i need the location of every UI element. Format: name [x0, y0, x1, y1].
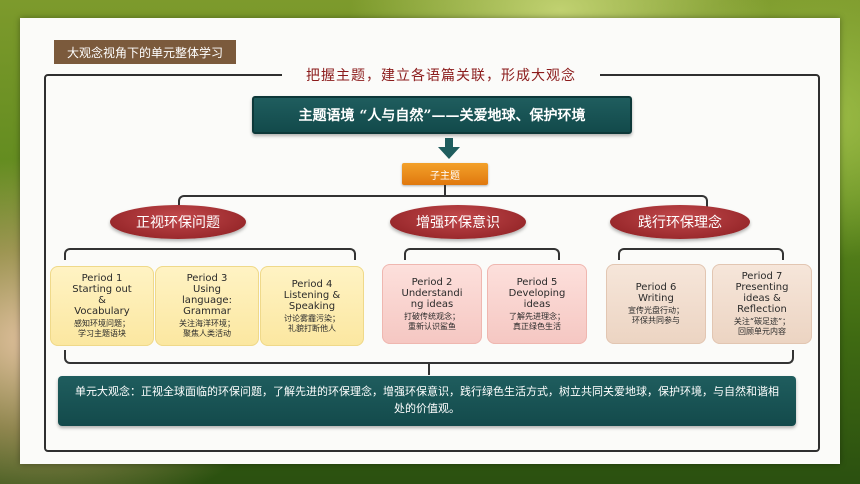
- group-bracket-1: [64, 248, 356, 260]
- period-card-3: Period 3 Using language: Grammar 关注海洋环境；…: [155, 266, 259, 346]
- subtheme-label: 子主题: [402, 163, 488, 185]
- period-card-5: Period 5 Developing ideas 了解先进理念； 真正绿色生活: [487, 264, 587, 344]
- frame-heading: 把握主题，建立各语篇关联，形成大观念: [282, 64, 600, 86]
- subtheme-1: 正视环保问题: [110, 205, 246, 239]
- period-desc: 了解先进理念； 真正绿色生活: [509, 311, 565, 331]
- period-title: Period 1 Starting out & Vocabulary: [72, 273, 132, 317]
- period-desc: 宣传光盘行动； 环保共同参与: [628, 306, 684, 325]
- period-title: Period 4 Listening & Speaking: [283, 278, 341, 312]
- period-card-2: Period 2 Understandi ng ideas 打破传统观念； 重新…: [382, 264, 482, 344]
- group-bracket-2: [404, 248, 560, 260]
- connector-line: [428, 363, 430, 375]
- period-desc: 关注“碳足迹”； 回顾单元内容: [733, 317, 791, 336]
- period-title: Period 3 Using language: Grammar: [182, 273, 232, 317]
- period-title: Period 5 Developing ideas: [508, 276, 566, 310]
- summary-bracket: [64, 350, 794, 364]
- period-title: Period 2 Understandi ng ideas: [401, 276, 463, 310]
- period-title: Period 6 Writing: [635, 282, 677, 304]
- subtheme-3: 践行环保理念: [610, 205, 750, 239]
- group-bracket-3: [618, 248, 784, 260]
- period-title: Period 7 Presenting ideas & Reflection: [735, 271, 789, 315]
- theme-box: 主题语境 “人与自然”——关爱地球、保护环境: [252, 96, 632, 134]
- subtheme-bracket: [178, 195, 708, 209]
- period-card-6: Period 6 Writing 宣传光盘行动； 环保共同参与: [606, 264, 706, 344]
- subtheme-2: 增强环保意识: [390, 205, 526, 239]
- period-desc: 讨论雾霾污染； 礼貌打断他人: [284, 313, 340, 333]
- down-arrow-icon: [438, 138, 460, 159]
- period-card-1: Period 1 Starting out & Vocabulary 感知环境问…: [50, 266, 154, 346]
- period-desc: 关注海洋环境； 聚焦人类活动: [179, 319, 235, 338]
- period-card-4: Period 4 Listening & Speaking 讨论雾霾污染； 礼貌…: [260, 266, 364, 346]
- period-desc: 打破传统观念； 重新认识鲨鱼: [404, 311, 460, 331]
- period-card-7: Period 7 Presenting ideas & Reflection 关…: [712, 264, 812, 344]
- section-tag: 大观念视角下的单元整体学习: [54, 40, 236, 64]
- connector-line: [444, 185, 446, 196]
- period-desc: 感知环境问题； 学习主题语块: [74, 319, 130, 338]
- summary-box: 单元大观念：正视全球面临的环保问题，了解先进的环保理念，增强环保意识，践行绿色生…: [58, 376, 796, 426]
